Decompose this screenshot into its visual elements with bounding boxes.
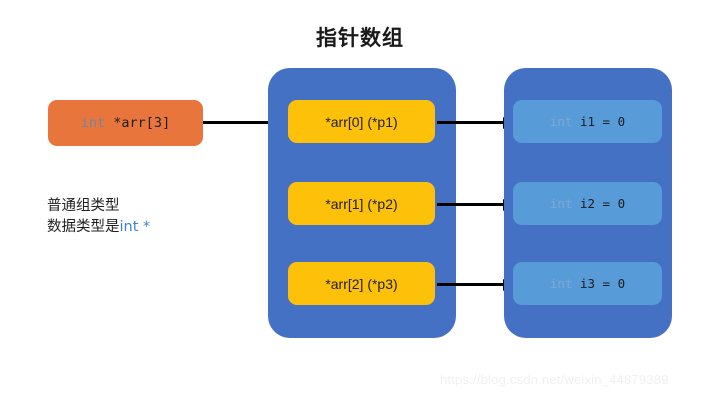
- annotation-pointer-type: int *: [119, 219, 151, 235]
- declaration-rest: *arr[3]: [113, 115, 171, 131]
- value-cell-0-keyword: int: [549, 114, 580, 129]
- value-cell-0: int i1 = 0: [513, 100, 662, 143]
- watermark: https://blog.csdn.net/weixin_44879389: [440, 372, 669, 387]
- pointer-cell-1: *arr[1] (*p2): [288, 182, 435, 225]
- value-cell-1-keyword: int: [549, 196, 580, 211]
- annotation-line-1: 普通组类型: [47, 198, 120, 214]
- value-cell-1: int i2 = 0: [513, 182, 662, 225]
- declaration-box: int *arr[3]: [48, 100, 203, 146]
- pointer-cell-0: *arr[0] (*p1): [288, 100, 435, 143]
- value-cell-2-rest: i3 = 0: [579, 276, 626, 291]
- pointer-cell-2: *arr[2] (*p3): [288, 262, 435, 305]
- value-cell-0-rest: i1 = 0: [579, 114, 626, 129]
- annotation-text: 普通组类型 数据类型是int *: [47, 196, 150, 238]
- arrow-pointer-0-to-value-0: [437, 116, 514, 129]
- arrow-pointer-1-to-value-1: [437, 198, 514, 211]
- arrow-pointer-2-to-value-2: [437, 278, 514, 291]
- annotation-line-2-prefix: 数据类型是: [47, 219, 120, 235]
- page-title: 指针数组: [316, 26, 404, 50]
- value-cell-1-rest: i2 = 0: [579, 196, 626, 211]
- declaration-keyword: int: [80, 115, 114, 131]
- value-cell-2: int i3 = 0: [513, 262, 662, 305]
- annotation-line-2: 数据类型是int *: [47, 217, 150, 238]
- value-cell-2-keyword: int: [549, 276, 580, 291]
